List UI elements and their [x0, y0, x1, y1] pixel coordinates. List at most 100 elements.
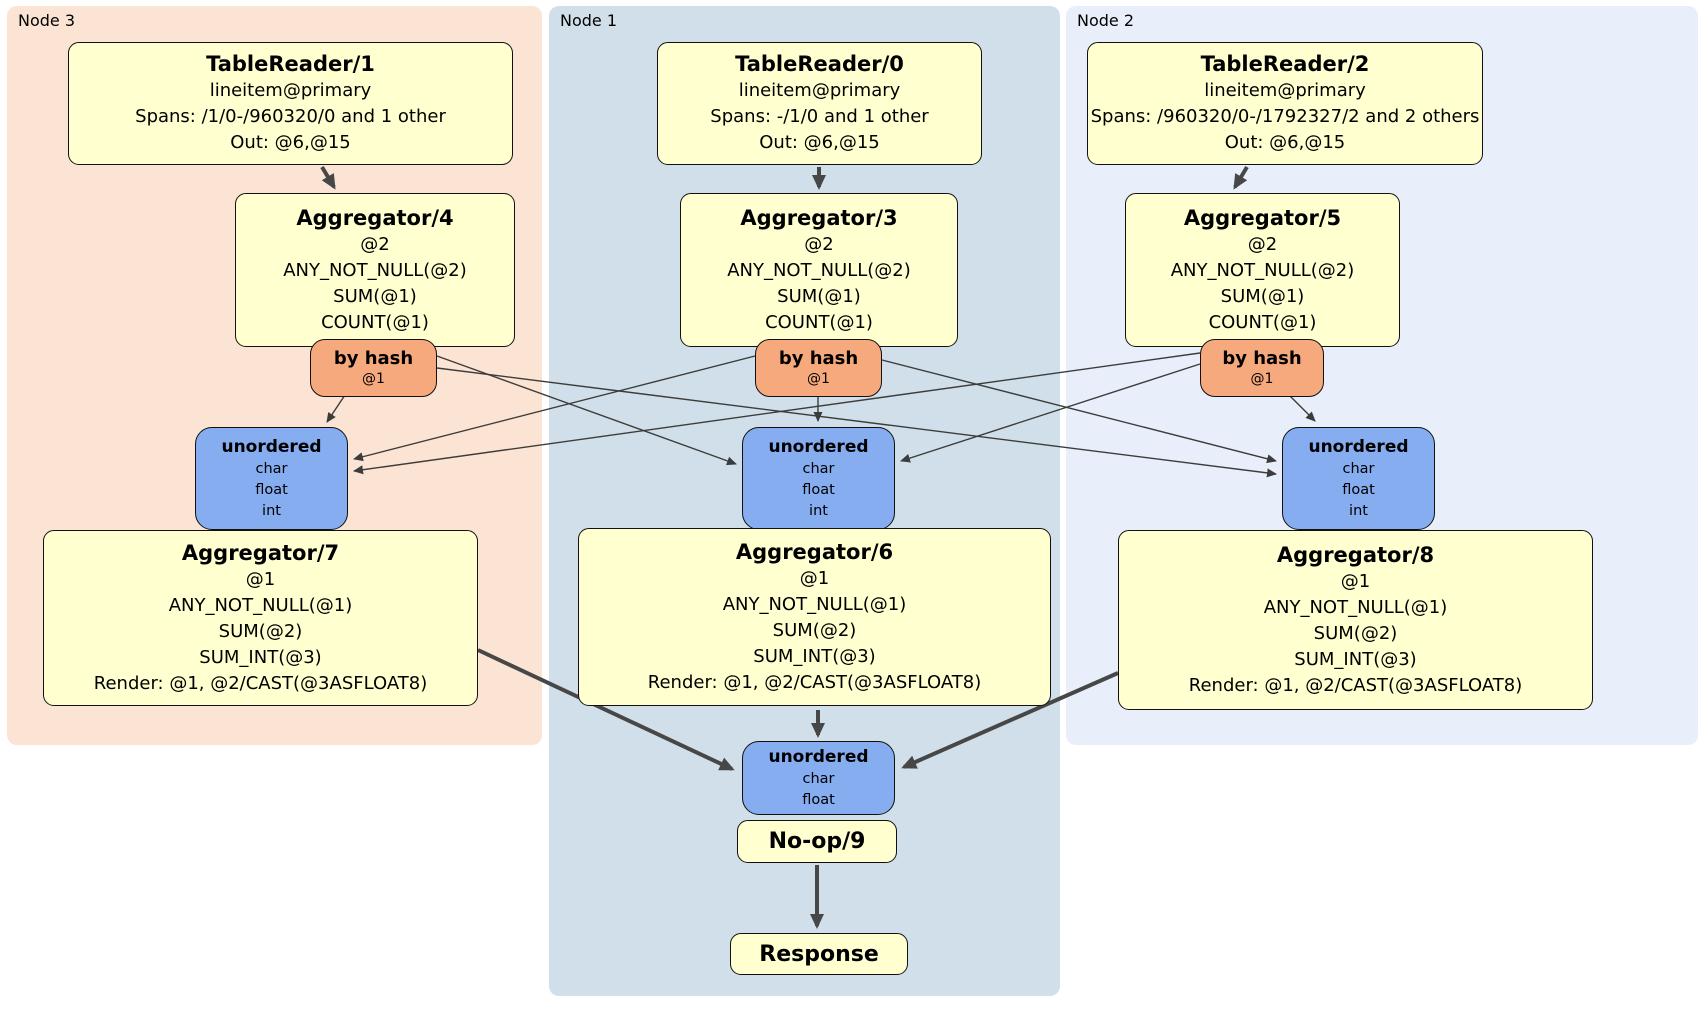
edge-aggregator7-unordered-final: [477, 648, 735, 771]
processor-detail: @2: [360, 233, 390, 255]
sync-column: float: [802, 792, 835, 808]
processor-detail: SUM(@1): [1220, 285, 1305, 307]
processor-aggregator-7: Aggregator/7 @1 ANY_NOT_NULL(@1) SUM(@2)…: [43, 530, 478, 706]
processor-noop-9: No-op/9: [737, 820, 897, 863]
processor-detail: ANY_NOT_NULL(@2): [727, 259, 911, 281]
router-columns: @1: [362, 371, 385, 387]
edge-tablereader1-aggregator4: [320, 165, 336, 190]
response-title: Response: [759, 941, 879, 967]
router-title: by hash: [1222, 348, 1302, 369]
edge-hash1-unordered2: [881, 359, 1277, 464]
processor-title: Aggregator/3: [740, 205, 898, 230]
edge-hash3-unordered2: [436, 367, 1277, 478]
sync-title: unordered: [221, 437, 322, 457]
processor-aggregator-6: Aggregator/6 @1 ANY_NOT_NULL(@1) SUM(@2)…: [578, 528, 1051, 706]
processor-detail: Spans: /960320/0-/1792327/2 and 2 others: [1090, 106, 1480, 127]
processor-title: Aggregator/4: [296, 205, 454, 230]
processor-detail: SUM(@1): [777, 285, 861, 307]
processor-detail: Render: @1, @2/CAST(@3ASFLOAT8): [647, 671, 982, 693]
processor-tablereader-2: TableReader/2 lineitem@primary Spans: /9…: [1087, 42, 1483, 165]
processor-detail: @2: [804, 233, 834, 255]
sync-unordered-node3: unordered char float int: [195, 427, 348, 530]
processor-detail: Render: @1, @2/CAST(@3ASFLOAT8): [1188, 674, 1523, 696]
processor-title: TableReader/1: [206, 52, 375, 76]
processor-detail: lineitem@primary: [1204, 80, 1366, 101]
edge-hash2-unordered3: [353, 352, 1201, 475]
sync-unordered-node2: unordered char float int: [1282, 427, 1435, 530]
processor-title: TableReader/0: [735, 52, 904, 76]
processor-detail: @2: [1247, 233, 1278, 255]
cluster-node-1-label: Node 1: [560, 11, 618, 30]
response-node: Response: [730, 933, 908, 975]
cluster-node-3-label: Node 3: [18, 11, 76, 30]
sync-column: char: [255, 461, 288, 477]
router-title: by hash: [333, 348, 414, 369]
edge-tablereader2-aggregator5: [1233, 165, 1249, 190]
processor-tablereader-0: TableReader/0 lineitem@primary Spans: -/…: [657, 42, 982, 165]
sync-column: char: [802, 461, 835, 477]
sync-title: unordered: [768, 437, 869, 457]
edge-hash3-unordered3: [326, 394, 346, 423]
sync-unordered-node1: unordered char float int: [742, 427, 895, 530]
processor-detail: Out: @6,@15: [759, 132, 880, 153]
sync-column: char: [802, 771, 835, 787]
processor-detail: ANY_NOT_NULL(@1): [722, 593, 907, 615]
processor-detail: SUM_INT(@3): [199, 646, 322, 668]
processor-detail: SUM_INT(@3): [1294, 648, 1417, 670]
router-columns: @1: [1250, 371, 1274, 387]
processor-title: Aggregator/8: [1276, 542, 1435, 567]
edge-aggregator8-unordered-final: [901, 671, 1119, 769]
sync-title: unordered: [768, 747, 869, 767]
sync-column: int: [262, 503, 281, 519]
processor-title: TableReader/2: [1200, 52, 1370, 76]
processor-detail: ANY_NOT_NULL(@1): [168, 594, 353, 616]
processor-detail: @1: [1340, 570, 1371, 592]
processor-aggregator-8: Aggregator/8 @1 ANY_NOT_NULL(@1) SUM(@2)…: [1118, 530, 1593, 710]
processor-detail: SUM(@1): [333, 285, 417, 307]
processor-detail: COUNT(@1): [765, 311, 873, 333]
router-by-hash-node1: by hash @1: [755, 339, 882, 397]
processor-title: Aggregator/7: [181, 540, 340, 565]
processor-detail: ANY_NOT_NULL(@2): [283, 259, 467, 281]
sync-column: float: [802, 482, 835, 498]
router-columns: @1: [807, 371, 830, 387]
processor-detail: SUM(@2): [772, 619, 857, 641]
sync-title: unordered: [1308, 437, 1409, 457]
edge-hash1-unordered3: [353, 355, 756, 462]
edge-hash2-unordered1: [900, 363, 1201, 463]
processor-detail: Spans: -/1/0 and 1 other: [710, 106, 929, 127]
processor-title: Aggregator/5: [1183, 205, 1342, 230]
processor-detail: @1: [799, 567, 830, 589]
sync-column: float: [1342, 482, 1375, 498]
processor-detail: SUM(@2): [1313, 622, 1398, 644]
sync-unordered-final: unordered char float: [742, 741, 895, 815]
processor-detail: Out: @6,@15: [230, 132, 351, 153]
sync-column: char: [1342, 461, 1375, 477]
processor-detail: @1: [245, 568, 276, 590]
processor-title: No-op/9: [768, 829, 866, 854]
processor-detail: lineitem@primary: [738, 80, 901, 101]
sync-column: float: [255, 482, 288, 498]
processor-detail: Spans: /1/0-/960320/0 and 1 other: [135, 106, 446, 127]
processor-detail: COUNT(@1): [321, 311, 429, 333]
processor-aggregator-4: Aggregator/4 @2 ANY_NOT_NULL(@2) SUM(@1)…: [235, 193, 515, 347]
router-by-hash-node3: by hash @1: [310, 339, 437, 397]
processor-detail: SUM(@2): [218, 620, 303, 642]
sync-column: int: [1349, 503, 1368, 519]
processor-detail: lineitem@primary: [209, 80, 372, 101]
processor-detail: ANY_NOT_NULL(@1): [1263, 596, 1448, 618]
edge-hash2-unordered2: [1289, 395, 1316, 422]
processor-detail: Render: @1, @2/CAST(@3ASFLOAT8): [93, 672, 428, 694]
processor-aggregator-5: Aggregator/5 @2 ANY_NOT_NULL(@2) SUM(@1)…: [1125, 193, 1400, 347]
processor-detail: COUNT(@1): [1208, 311, 1317, 333]
processor-tablereader-1: TableReader/1 lineitem@primary Spans: /1…: [68, 42, 513, 165]
sync-column: int: [809, 503, 828, 519]
router-title: by hash: [778, 348, 859, 369]
processor-detail: ANY_NOT_NULL(@2): [1170, 259, 1355, 281]
router-by-hash-node2: by hash @1: [1200, 339, 1324, 397]
processor-detail: SUM_INT(@3): [753, 645, 876, 667]
cluster-node-2-label: Node 2: [1077, 11, 1135, 30]
processor-detail: Out: @6,@15: [1224, 132, 1346, 153]
